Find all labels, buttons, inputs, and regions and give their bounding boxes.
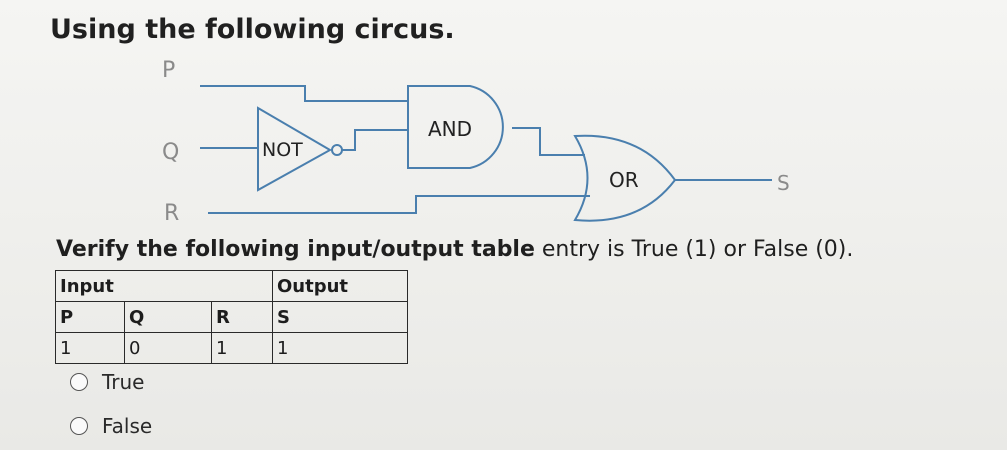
question-heading: Using the following circus. — [50, 14, 455, 45]
cell-s: 1 — [272, 332, 408, 364]
or-gate — [573, 134, 677, 222]
table-row: 1 0 1 1 — [55, 332, 408, 364]
and-gate-label: AND — [428, 117, 472, 141]
cell-p: 1 — [55, 332, 125, 364]
output-label-s: S — [777, 171, 790, 195]
input-label-q: Q — [162, 140, 179, 165]
logic-circuit-diagram: P Q R NOT AND OR S — [162, 58, 790, 226]
wire-p — [200, 85, 408, 102]
option-false-label: False — [102, 414, 153, 438]
instruction-text: Verify the following input/output table … — [56, 237, 853, 262]
table-group-header-row: Input Output — [55, 270, 408, 302]
option-false[interactable]: False — [70, 414, 152, 438]
or-gate-label: OR — [609, 168, 639, 192]
input-label-r: R — [164, 201, 179, 226]
input-label-p: P — [162, 58, 175, 83]
and-gate — [407, 85, 504, 169]
instruction-rest: entry is True (1) or False (0). — [534, 237, 854, 262]
radio-true[interactable] — [70, 373, 88, 391]
column-header-q: Q — [124, 301, 212, 333]
option-true-label: True — [102, 370, 145, 394]
not-gate — [257, 106, 333, 192]
output-group-header: Output — [272, 270, 408, 302]
column-header-s: S — [272, 301, 408, 333]
wire-and-out — [512, 127, 585, 156]
column-header-r: R — [211, 301, 273, 333]
instruction-bold: Verify the following input/output table — [56, 237, 535, 262]
wire-not-out — [342, 129, 408, 151]
cell-q: 0 — [124, 332, 212, 364]
column-header-p: P — [55, 301, 125, 333]
table-column-header-row: P Q R S — [55, 301, 408, 333]
not-gate-label: NOT — [262, 139, 303, 161]
cell-r: 1 — [211, 332, 273, 364]
option-true[interactable]: True — [70, 370, 144, 394]
input-group-header: Input — [55, 270, 273, 302]
wire-r — [208, 195, 590, 214]
not-bubble — [331, 144, 343, 156]
io-table: Input Output P Q R S 1 0 1 1 — [55, 270, 408, 364]
radio-false[interactable] — [70, 417, 88, 435]
